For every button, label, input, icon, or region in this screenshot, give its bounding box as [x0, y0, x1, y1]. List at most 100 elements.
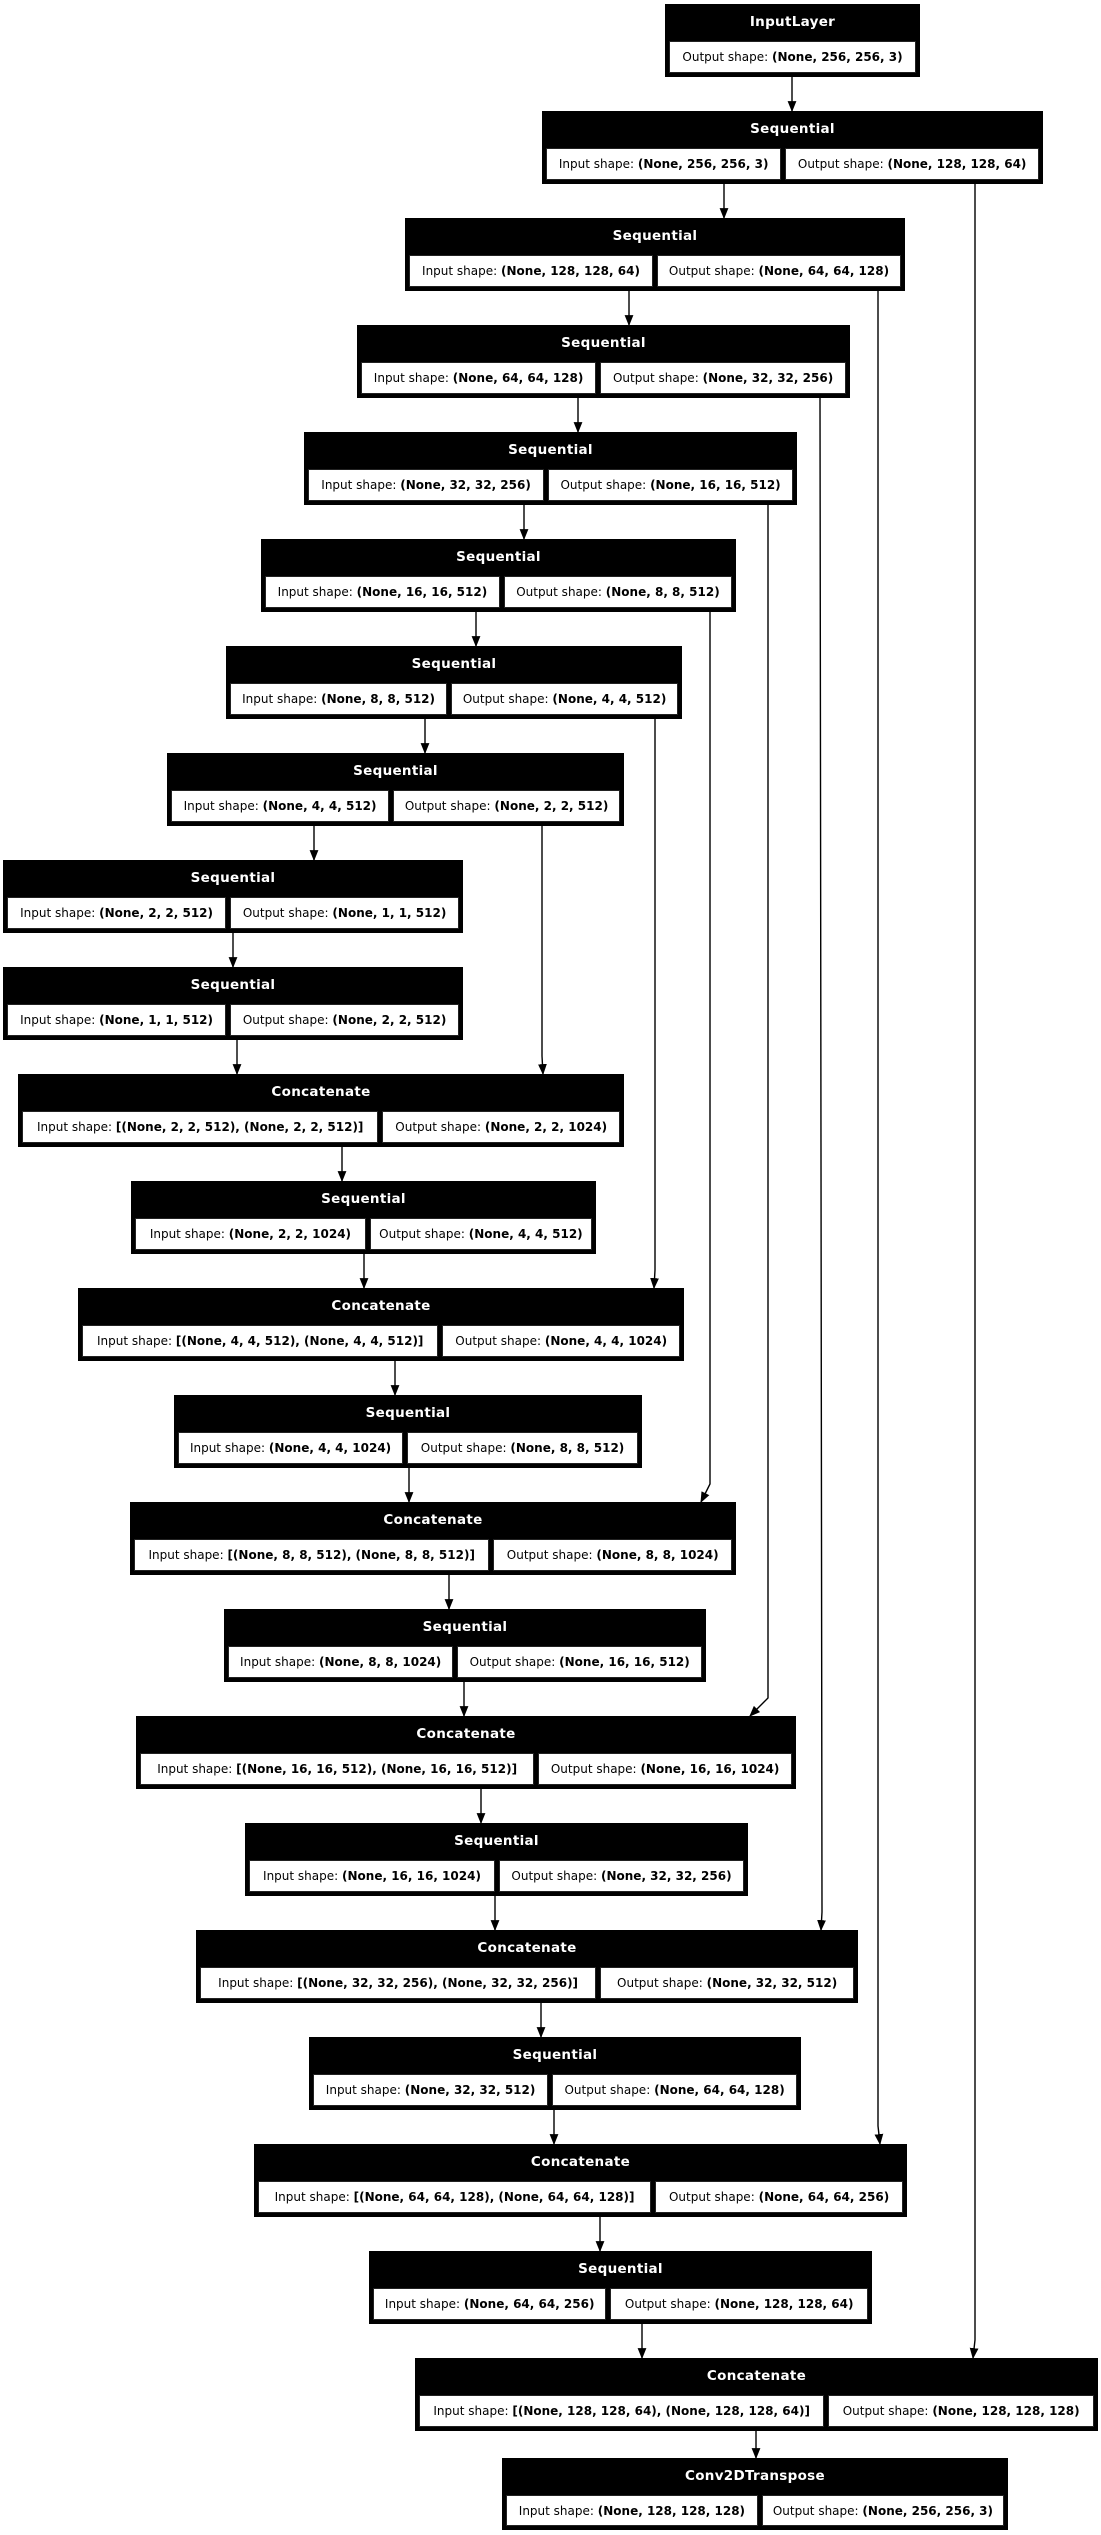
output-shape-value: (None, 256, 256, 3)	[862, 2503, 994, 2518]
output-shape-label: Output shape:	[797, 157, 884, 171]
output-shape-value: (None, 2, 2, 512)	[332, 1013, 447, 1027]
output-shape-cell: Output shape: (None, 8, 8, 512)	[503, 576, 732, 608]
input-shape-label: Input shape:	[242, 692, 318, 706]
shape-cells-row: Input shape: (None, 2, 2, 1024)Output sh…	[135, 1218, 592, 1250]
node-title: Sequential	[321, 1191, 406, 1207]
input-shape-label: Input shape:	[20, 1013, 96, 1027]
input-shape-value: [(None, 2, 2, 512), (None, 2, 2, 512)]	[115, 1120, 364, 1134]
output-shape-value: (None, 1, 1, 512)	[332, 906, 447, 920]
shape-cells-row: Input shape: [(None, 4, 4, 512), (None, …	[82, 1325, 680, 1357]
input-shape-value: (None, 64, 64, 256)	[463, 2297, 595, 2311]
output-shape-cell: Output shape: (None, 2, 2, 512)	[230, 1004, 459, 1036]
output-shape-value: (None, 32, 32, 512)	[706, 1976, 838, 1990]
output-shape-value: (None, 2, 2, 512)	[494, 799, 609, 813]
input-shape-label: Input shape:	[384, 2297, 461, 2311]
input-shape-cell: Input shape: (None, 32, 32, 512)	[313, 2074, 549, 2106]
input-shape-value: [(None, 32, 32, 256), (None, 32, 32, 256…	[297, 1976, 579, 1990]
output-shape-label: Output shape:	[682, 50, 769, 64]
input-shape-cell: Input shape: (None, 2, 2, 512)	[7, 897, 227, 929]
shape-cells-row: Input shape: (None, 2, 2, 512) Output sha…	[7, 897, 459, 929]
output-shape-value: (None, 128, 128, 64)	[887, 157, 1027, 171]
input-shape-label: Input shape:	[36, 1120, 113, 1134]
output-shape-cell: Output shape: (None, 2, 2, 1024)	[382, 1111, 620, 1143]
input-shape-value: (None, 16, 16, 1024)	[342, 1869, 481, 1883]
shape-cells-row: Input shape: [(None, 32, 32, 256), (None…	[200, 1967, 854, 1999]
output-shape-cell: Output shape: (None, 16, 16, 512)	[548, 469, 793, 501]
node-title: InputLayer	[749, 14, 836, 30]
output-shape-cell: Output shape: (None, 256, 256, 3)	[761, 2495, 1004, 2526]
shape-cells-row: Input shape: (None, 4, 4, 512)Output sha…	[171, 790, 620, 822]
input-shape-cell: Input shape: (None, 256, 256, 3)	[546, 148, 782, 180]
input-shape-value: (None, 16, 16, 512)	[356, 585, 488, 599]
node-title: Conv2DTranspose	[685, 2468, 825, 2484]
output-shape-label: Output shape:	[242, 906, 329, 920]
node-title: Sequential	[353, 763, 438, 779]
output-shape-cell: Output shape: (None, 128, 128, 64)	[785, 148, 1039, 180]
input-shape-value: (None, 8, 8, 512)	[321, 692, 436, 706]
input-shape-label: Input shape:	[263, 1869, 339, 1883]
shape-cells-row: Input shape: (None, 8, 8, 512)Output sha…	[230, 683, 678, 715]
output-shape-label: Output shape:	[511, 1869, 598, 1883]
output-shape-label: Output shape:	[612, 371, 699, 385]
input-shape-value: [(None, 16, 16, 512), (None, 16, 16, 512…	[236, 1762, 518, 1776]
output-shape-label: Output shape:	[420, 1441, 507, 1455]
input-shape-cell: Input shape: (None, 8, 8, 512)	[230, 683, 448, 715]
output-shape-label: Output shape:	[455, 1334, 542, 1348]
input-shape-value: (None, 2, 2, 1024)	[228, 1227, 352, 1241]
input-shape-label: Input shape:	[325, 2083, 401, 2097]
output-shape-cell: Output shape: (None, 4, 4, 512)	[451, 683, 678, 715]
input-shape-value: (None, 32, 32, 512)	[404, 2083, 536, 2097]
output-shape-label: Output shape:	[506, 1548, 593, 1562]
input-shape-value: [(None, 8, 8, 512), (None, 8, 8, 512)]	[227, 1548, 475, 1562]
input-shape-value: (None, 256, 256, 3)	[637, 157, 769, 171]
output-shape-label: Output shape:	[404, 799, 491, 813]
input-shape-cell: Input shape: (None, 16, 16, 1024)	[249, 1860, 495, 1892]
input-shape-label: Input shape:	[277, 585, 353, 599]
output-shape-cell: Output shape: (None, 2, 2, 512)	[393, 790, 620, 822]
skip-connection-edge-4-to-19	[817, 397, 826, 1932]
input-shape-cell: Input shape: (None, 2, 2, 1024)	[135, 1218, 366, 1250]
input-shape-value: (None, 4, 4, 512)	[262, 799, 377, 813]
shape-cells-row: Input shape: (None, 16, 16, 512)Output s…	[265, 576, 732, 608]
node-title: Sequential	[422, 1619, 508, 1635]
output-shape-cell: Output shape: (None, 32, 32, 256)	[498, 1860, 744, 1892]
input-shape-value: (None, 32, 32, 256)	[400, 478, 531, 492]
output-shape-label: Output shape:	[395, 1120, 482, 1134]
input-shape-label: Input shape:	[433, 2404, 509, 2418]
input-shape-value: (None, 64, 64, 128)	[452, 371, 584, 385]
skip-connection-edge-7-to-13	[650, 719, 659, 1290]
output-shape-label: Output shape:	[516, 585, 602, 599]
input-shape-label: Input shape:	[218, 1976, 294, 1990]
shape-cells-row: Input shape: (None, 1, 1, 512)Output sha…	[7, 1004, 459, 1036]
input-shape-label: Input shape:	[373, 371, 449, 385]
node-title: Sequential	[508, 442, 593, 458]
output-shape-cell: Output shape: (None, 128, 128, 64)	[610, 2288, 868, 2320]
output-shape-label: Output shape:	[668, 264, 755, 278]
skip-connection-edge-5-to-17	[749, 505, 769, 1717]
input-shape-cell: Input shape: (None, 4, 4, 1024)	[178, 1432, 404, 1464]
shape-cells-row: Input shape: (None, 256, 256, 3)Output s…	[546, 148, 1039, 180]
output-shape-value: (None, 8, 8, 512)	[605, 585, 720, 599]
output-shape-cell: Output shape: (None, 32, 32, 512)	[600, 1967, 854, 1999]
node-title: Sequential	[512, 2047, 598, 2063]
output-shape-value: (None, 64, 64, 128)	[758, 264, 890, 278]
output-shape-cell: Output shape: (None, 64, 64, 256)	[655, 2181, 903, 2213]
input-shape-cell: Input shape: (None, 64, 64, 256)	[373, 2288, 607, 2320]
input-shape-cell: Input shape: (None, 16, 16, 512)	[265, 576, 500, 608]
output-shape-label: Output shape:	[560, 478, 647, 492]
output-shape-label: Output shape:	[564, 2083, 651, 2097]
